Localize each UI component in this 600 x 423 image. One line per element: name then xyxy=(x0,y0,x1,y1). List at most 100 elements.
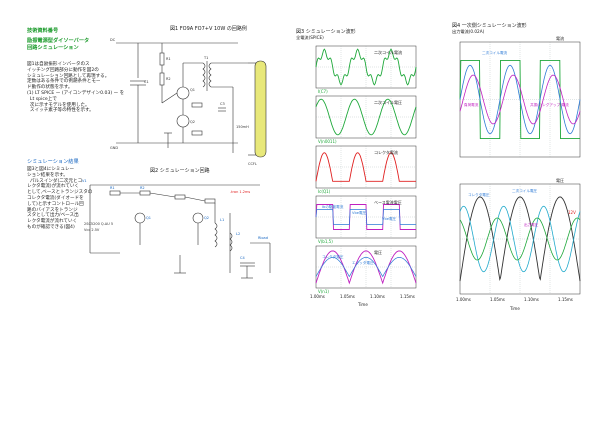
fig3-panel-legend: Ic(Q1) xyxy=(318,189,331,194)
fig3-waveforms: 二次コイル電流I(C7)二次コイル電圧V(n0011)コレクタ電流Ic(Q1)ベ… xyxy=(310,45,417,307)
svg-text:Q1: Q1 xyxy=(190,88,195,92)
fig3-panel-label: 二次コイル電流 xyxy=(374,49,402,55)
doc-subtitle: 回路シミュレーション xyxy=(27,45,79,51)
section2-line: レクタ電流が流れていく xyxy=(27,219,78,225)
fig4-xtick: 1.15ms xyxy=(558,297,573,302)
section2-text: 図3と図4にシミュレーション結果を示す。 パルスインダ(二次元とコレクタ電流)が… xyxy=(27,167,92,231)
fig1-title: 図1 FO9A FO7+V 10W の回路例 xyxy=(170,26,247,32)
fig3-annotation: Vbe電圧 xyxy=(352,210,367,215)
section2-line: ション結果を示す。 xyxy=(27,172,68,178)
fig3-panel-legend: V(n0011) xyxy=(318,139,337,144)
intro-line: シミュレーション回路として再現する。 xyxy=(27,73,110,79)
fig3-panel-legend: V(b1,5) xyxy=(318,239,333,244)
intro-line: 次に示すモデルを使用した。 xyxy=(27,102,90,108)
fig3-trace-3 xyxy=(315,152,416,182)
fig4-xtick: 1.10ms xyxy=(524,297,539,302)
intro-line: (1) LT SPICE ー (アイコンデザイン0.03) ー を xyxy=(27,90,125,96)
svg-text:Q2: Q2 xyxy=(204,216,209,220)
fig3-xtick: 1.00ms xyxy=(310,294,325,299)
svg-text:L2: L2 xyxy=(236,232,240,236)
intro-line: イッチング回路部分に動作を図2の xyxy=(27,67,99,73)
section2-line: 図3と図4にシミュレー xyxy=(27,167,75,172)
intro-line: Lt spice上で xyxy=(27,96,57,102)
fig4-top-annotation: 二次コイル電流 xyxy=(482,50,508,55)
fig3-annotation: コレクタ電圧 xyxy=(322,254,344,259)
fig3-subtitle: 全電流(SPICE) xyxy=(296,35,324,40)
svg-text:C1: C1 xyxy=(144,80,149,84)
svg-text:Vcc 2.5V: Vcc 2.5V xyxy=(84,228,100,232)
fig3-xtick: 1.10ms xyxy=(370,294,385,299)
svg-text:Q2: Q2 xyxy=(190,120,195,124)
fig3-panel-label: コレクタ電流 xyxy=(374,149,398,155)
fig3-trace-4b xyxy=(315,209,416,225)
svg-text:C3: C3 xyxy=(220,102,225,106)
fig4-subtitle: 出力電流(0.02A) xyxy=(452,29,485,34)
doc-number: 技術資料番号 xyxy=(27,28,59,34)
fig4-top-trace-b xyxy=(459,64,581,135)
section2-line: スタとして出力/ベース出 xyxy=(27,213,79,219)
fig3-xtick: 1.05ms xyxy=(340,294,355,299)
fig4-bottom-trace-c xyxy=(459,217,581,261)
fig4-bottom-trace-a xyxy=(459,196,581,282)
fig4-bottom-annotation: 二次コイル電圧 xyxy=(512,188,538,193)
section2-line: ものが確認できる(図4) xyxy=(27,224,75,230)
fig4-top-label: 電流 xyxy=(556,36,564,41)
section2-title: シミュレーション結果 xyxy=(27,159,79,165)
fig3-title: 図3 シミュレーション波形 xyxy=(296,29,356,35)
fig4-top-annotation: 共振(ハングアップ)電流 xyxy=(530,102,569,107)
fig4-bottom-label: 電圧 xyxy=(556,178,564,183)
fig3-xtick: 1.15ms xyxy=(400,294,415,299)
fig3-trace-5b xyxy=(315,257,417,278)
intro-line: ド動作の状態を示す。 xyxy=(27,85,73,91)
svg-text:V1: V1 xyxy=(82,179,87,183)
fig3-trace-5 xyxy=(315,250,417,285)
fig2-title: 図2 シミュレーション回路 xyxy=(150,168,210,174)
section2-line: レクタ電流)が流れていく xyxy=(27,184,80,190)
fig4-top-annotation: 負荷電流 xyxy=(464,102,479,107)
fig4-bottom-trace-b xyxy=(459,205,581,273)
section2-line: コレクタ電流(ダイオードを xyxy=(27,195,84,201)
svg-text:GND: GND xyxy=(110,146,118,150)
intro-line: スイッチ素子等の特性を示す。 xyxy=(27,108,94,114)
fig4-title: 図4 一次側シミュレーション波形 xyxy=(452,23,527,29)
fig4-top-trace-c xyxy=(459,74,581,125)
svg-text:R2: R2 xyxy=(140,186,145,190)
svg-text:2SC5200 Q.AU 5: 2SC5200 Q.AU 5 xyxy=(84,222,113,226)
header-block: 技術資料番号 励振電源型ダイソーバータ 回路シミュレーション xyxy=(27,27,89,51)
doc-title: 励振電源型ダイソーバータ xyxy=(27,38,90,44)
fig3-xlabel: Time xyxy=(357,302,368,307)
svg-text:R1: R1 xyxy=(166,57,171,61)
svg-text:R2: R2 xyxy=(166,77,171,81)
fig3-panel-label: ベース電流電圧 xyxy=(374,199,402,205)
fig4-xtick: 1.00ms xyxy=(456,297,471,302)
section2-line: として,ベースとトランジスタの xyxy=(27,190,93,196)
svg-text:T1: T1 xyxy=(203,56,208,60)
intro-line: 図1は自励振形インバータのス xyxy=(27,62,90,67)
fig3-annotation: エミッタ電圧 xyxy=(352,260,374,265)
svg-text:L1: L1 xyxy=(220,218,224,222)
fig4-xtick: 1.05ms xyxy=(490,297,505,302)
fig3-panel-label: 電圧 xyxy=(374,250,382,255)
svg-text:Q1: Q1 xyxy=(146,216,151,220)
fig3-trace-1 xyxy=(315,48,417,86)
svg-text:C4: C4 xyxy=(240,256,245,260)
fig4-xlabel: Time xyxy=(509,306,520,311)
fig3-trace-2 xyxy=(315,98,417,136)
section2-line: して)と示すコントロール回 xyxy=(27,201,84,207)
svg-text:Rload: Rload xyxy=(258,236,268,240)
fig4-bottom-annotation: 出力電圧 xyxy=(524,222,539,227)
svg-text:CCFL: CCFL xyxy=(248,162,257,166)
fig4-bottom-annotation: コレクタ電圧 xyxy=(468,192,490,197)
fig3-trace-4 xyxy=(315,204,416,230)
fig3-panel-legend: I(C7) xyxy=(318,89,328,94)
intro-line: 定数はある条件での例題条件とモー xyxy=(27,79,101,85)
section2-line: 路のバイアスをトランジ xyxy=(27,207,78,213)
fig3-annotation: Vbe電圧 xyxy=(382,216,397,221)
svg-text:DC: DC xyxy=(110,38,116,42)
svg-text:.tran 1.2ms: .tran 1.2ms xyxy=(230,190,250,194)
fig3-panel-legend: V(n1) xyxy=(318,289,329,294)
svg-text:R1: R1 xyxy=(110,186,115,190)
